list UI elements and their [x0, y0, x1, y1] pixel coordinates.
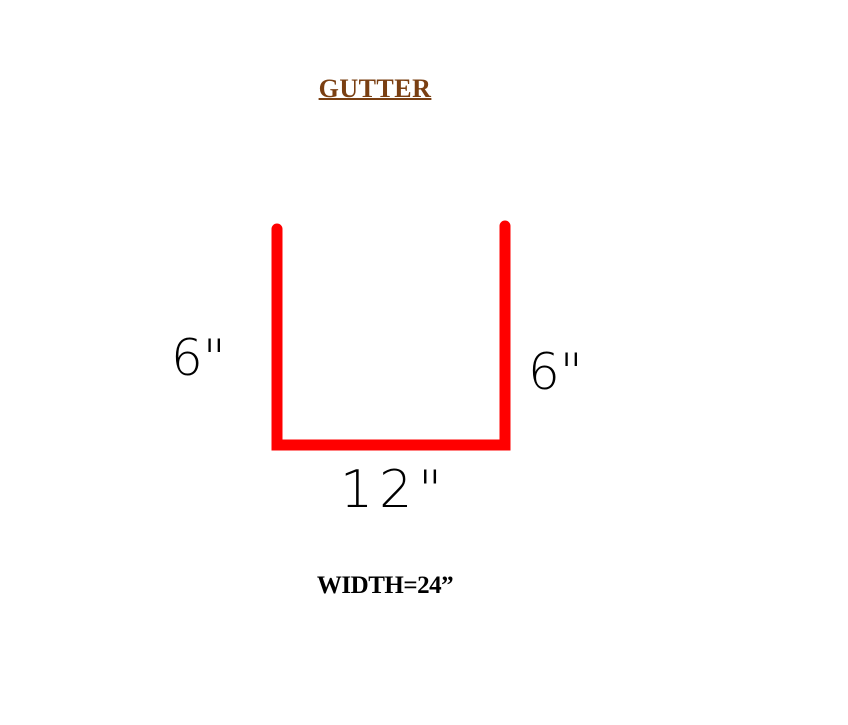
gutter-profile-shape	[271, 220, 511, 451]
gutter-title: GUTTER	[318, 74, 432, 103]
width-total-label: WIDTH=24”	[316, 572, 454, 599]
right-side-dimension: 6"	[528, 343, 583, 401]
left-side-dimension: 6"	[171, 329, 226, 387]
bottom-dimension: 12"	[340, 460, 448, 520]
